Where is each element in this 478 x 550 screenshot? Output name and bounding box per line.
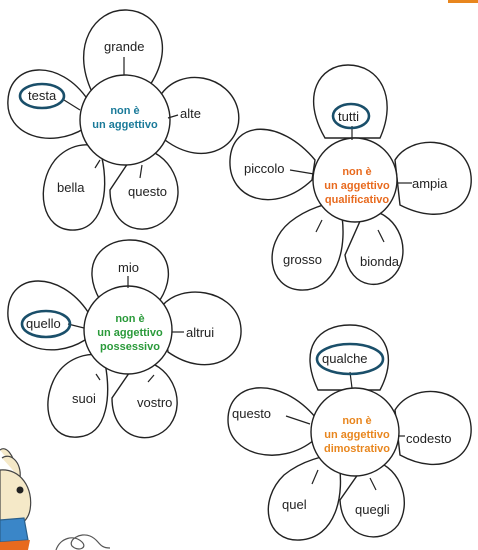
word-qualche: qualche xyxy=(322,351,368,366)
word-questo: questo xyxy=(232,406,271,421)
center-line-2: un aggettivo xyxy=(324,180,390,192)
word-testa: testa xyxy=(28,88,57,103)
petal xyxy=(91,239,170,301)
word-grosso: grosso xyxy=(283,252,322,267)
word-codesto: codesto xyxy=(406,431,452,446)
petal xyxy=(339,459,406,538)
answer-circle xyxy=(331,102,371,130)
bunny-illustration xyxy=(0,448,32,550)
flower-3: mio altrui vostro suoi quello non è un a… xyxy=(7,239,242,439)
word-vostro: vostro xyxy=(137,395,172,410)
word-quel: quel xyxy=(282,497,307,512)
answer-circle xyxy=(20,309,72,339)
flower-1: grande alte questo bella testa non è un … xyxy=(7,9,240,231)
center-line-2: un aggettivo xyxy=(324,429,390,441)
answer-circle xyxy=(315,342,385,376)
petal xyxy=(111,359,178,439)
word-mio: mio xyxy=(118,260,139,275)
center-line-3: possessivo xyxy=(100,341,160,353)
center-line-1: non è xyxy=(342,166,371,178)
petal xyxy=(394,141,472,215)
petal xyxy=(271,203,344,291)
petal xyxy=(42,144,106,231)
petal xyxy=(7,69,89,139)
flower-center xyxy=(79,74,171,166)
petal xyxy=(229,128,316,201)
petal xyxy=(159,76,240,155)
petal xyxy=(267,455,342,541)
word-grande: grande xyxy=(104,39,144,54)
word-altrui: altrui xyxy=(186,325,214,340)
center-line-1: non è xyxy=(110,105,139,117)
answer-circle xyxy=(18,82,66,110)
petal xyxy=(394,390,472,465)
word-quello: quello xyxy=(26,316,61,331)
bunny-eye xyxy=(16,486,24,494)
word-bionda: bionda xyxy=(360,254,400,269)
word-piccolo: piccolo xyxy=(244,161,284,176)
word-questo: questo xyxy=(128,184,167,199)
petal xyxy=(47,353,109,438)
petal xyxy=(227,387,317,456)
petal xyxy=(161,291,242,366)
flower-center xyxy=(310,387,400,477)
word-tutti: tutti xyxy=(338,109,359,124)
petal xyxy=(309,324,390,391)
squiggle-decoration xyxy=(55,534,111,550)
flower-2: tutti ampia bionda grosso piccolo non è … xyxy=(229,64,472,291)
center-line-3: qualificativo xyxy=(325,194,389,206)
center-line-1: non è xyxy=(115,313,144,325)
petal xyxy=(344,209,404,286)
word-quegli: quegli xyxy=(355,502,390,517)
petal xyxy=(109,147,179,230)
petal xyxy=(82,9,163,93)
flower-center xyxy=(312,137,398,223)
corner-accent xyxy=(448,0,478,3)
word-alte: alte xyxy=(180,106,201,121)
center-line-3: dimostrativo xyxy=(324,443,390,455)
center-line-2: un aggettivo xyxy=(97,327,163,339)
word-suoi: suoi xyxy=(72,391,96,406)
center-line-1: non è xyxy=(342,415,371,427)
word-bella: bella xyxy=(57,180,85,195)
word-ampia: ampia xyxy=(412,176,448,191)
center-line-2: un aggettivo xyxy=(92,119,158,131)
flower-4: qualche codesto quegli quel questo non è… xyxy=(227,324,472,541)
